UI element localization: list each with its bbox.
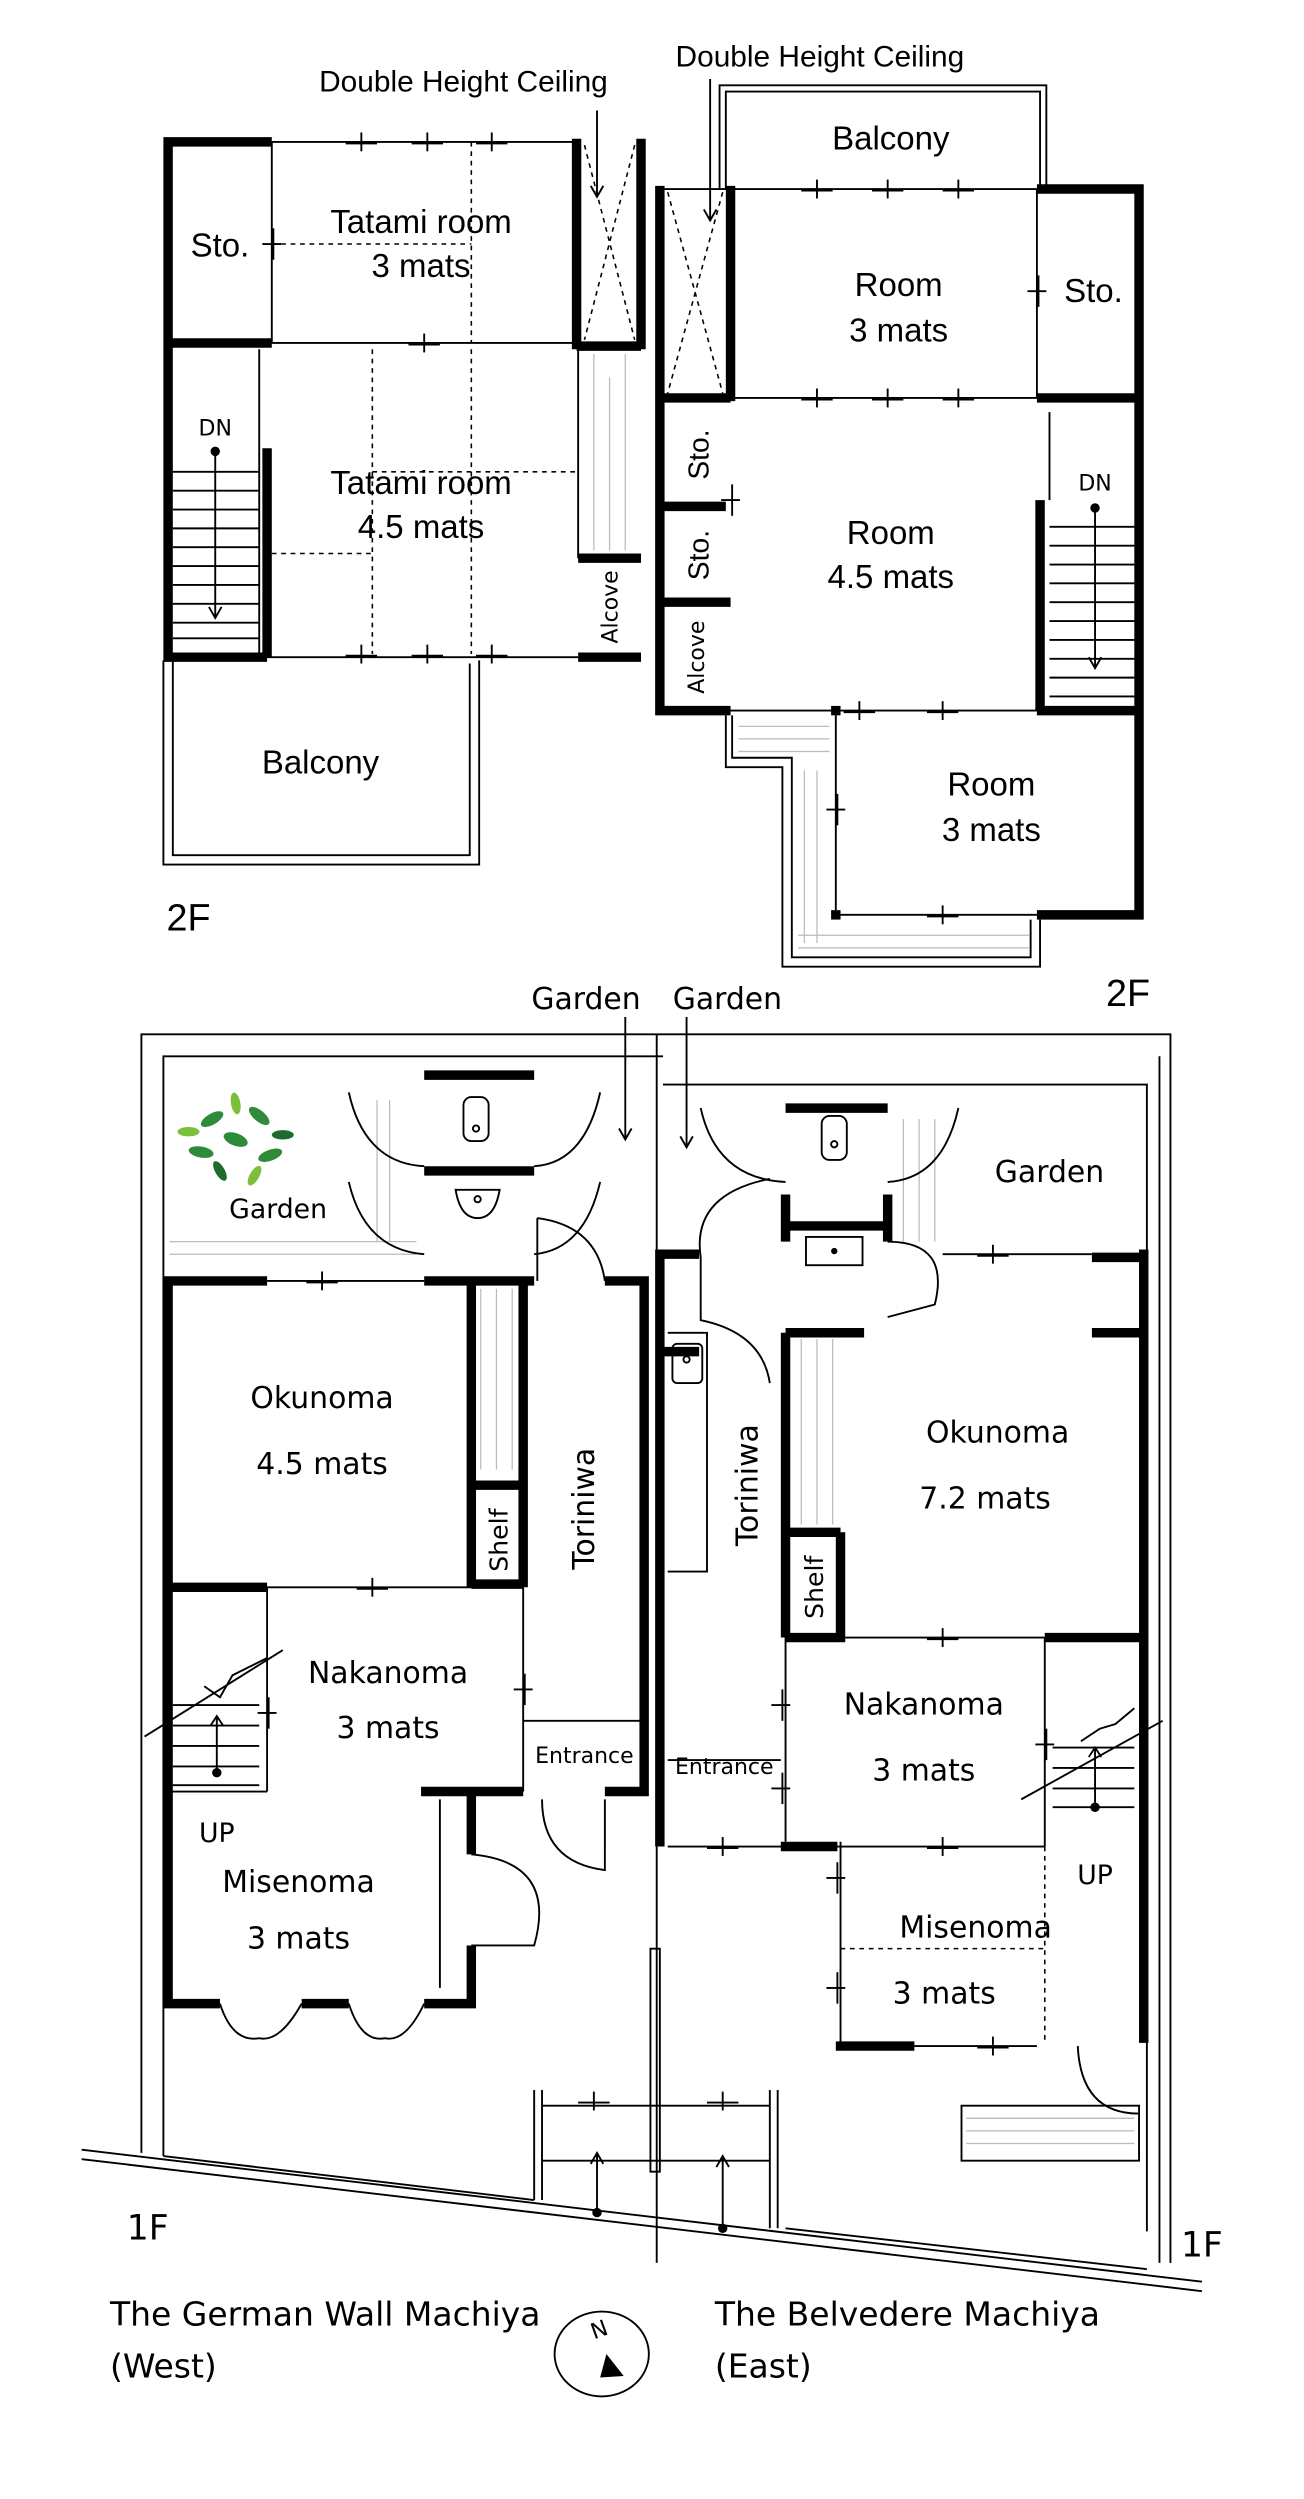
storage-label: Sto. xyxy=(1064,272,1123,309)
garden-pointer-label: Garden xyxy=(531,982,640,1017)
storage-label: Sto. xyxy=(191,227,250,264)
room-name: Okunoma xyxy=(250,1381,393,1416)
garden-label: Garden xyxy=(229,1194,327,1225)
room-size: 3 mats xyxy=(247,1922,350,1957)
room-name: Nakanoma xyxy=(308,1656,468,1691)
compass-north-label: N xyxy=(587,2316,611,2345)
floor-2f-west: Sto. Tatami room 3 mats Tatami room 4.5 … xyxy=(162,66,646,939)
entrance-label: Entrance xyxy=(535,1744,634,1769)
room-size: 7.2 mats xyxy=(919,1482,1051,1517)
room-name: Misenoma xyxy=(222,1865,374,1900)
room-size: 3 mats xyxy=(849,311,948,348)
stairs-label: DN xyxy=(1078,472,1111,497)
room-size: 3 mats xyxy=(337,1711,440,1746)
room-name: Room xyxy=(947,765,1035,802)
level-label-2f: 2F xyxy=(167,897,211,939)
floor-1f: Garden Garden Garden Okunoma 4.5 mats Sh… xyxy=(81,982,1223,2293)
toriniwa-label: Toriniwa xyxy=(730,1424,765,1547)
room-size: 4.5 mats xyxy=(358,508,485,545)
garden-label: Garden xyxy=(995,1155,1104,1190)
room-size: 4.5 mats xyxy=(256,1447,388,1482)
toriniwa-label: Toriniwa xyxy=(567,1448,602,1571)
room-name: Misenoma xyxy=(899,1911,1051,1946)
room-name: Nakanoma xyxy=(844,1688,1004,1723)
level-label-1f: 1F xyxy=(127,2208,169,2248)
level-label-2f: 2F xyxy=(1106,972,1150,1014)
room-name: Room xyxy=(847,514,935,551)
stairs-label: UP xyxy=(199,1818,235,1849)
room-name: Room xyxy=(855,266,943,303)
legend: The German Wall Machiya (West) The Belve… xyxy=(109,2295,1100,2398)
sliding-door-marks xyxy=(257,132,1055,2111)
storage-label: Sto. xyxy=(683,429,715,479)
room-name: Tatami room xyxy=(330,464,511,501)
shelf-label: Shelf xyxy=(484,1507,513,1571)
room-size: 3 mats xyxy=(372,247,471,284)
level-label-1f: 1F xyxy=(1181,2226,1223,2266)
room-size: 4.5 mats xyxy=(828,558,955,595)
room-size: 3 mats xyxy=(942,811,1041,848)
east-title: The Belvedere Machiya xyxy=(714,2295,1100,2334)
garden-plant-icon xyxy=(177,1092,294,1186)
double-height-label: Double Height Ceiling xyxy=(676,40,965,73)
room-name: Okunoma xyxy=(926,1416,1069,1451)
room-name: Tatami room xyxy=(330,203,511,240)
floor-2f-east: Double Height Ceiling Balcony Room 3 mat… xyxy=(655,40,1150,1014)
stairs-label: DN xyxy=(199,417,232,442)
garden-pointer-label: Garden xyxy=(673,982,782,1017)
balcony-label: Balcony xyxy=(832,120,950,157)
east-subtitle: (East) xyxy=(715,2347,812,2386)
alcove-label: Alcove xyxy=(685,621,710,694)
stairs-label: UP xyxy=(1077,1860,1113,1891)
alcove-label: Alcove xyxy=(598,570,623,643)
west-subtitle: (West) xyxy=(110,2347,217,2386)
room-size: 3 mats xyxy=(872,1754,975,1789)
compass-icon: N xyxy=(553,2310,650,2398)
entrance-label: Entrance xyxy=(675,1755,774,1780)
double-height-label: Double Height Ceiling xyxy=(319,66,608,99)
shelf-label: Shelf xyxy=(800,1555,829,1619)
balcony-label: Balcony xyxy=(262,743,380,780)
storage-label: Sto. xyxy=(683,530,715,580)
room-size: 3 mats xyxy=(893,1977,996,2012)
west-title: The German Wall Machiya xyxy=(109,2295,541,2334)
